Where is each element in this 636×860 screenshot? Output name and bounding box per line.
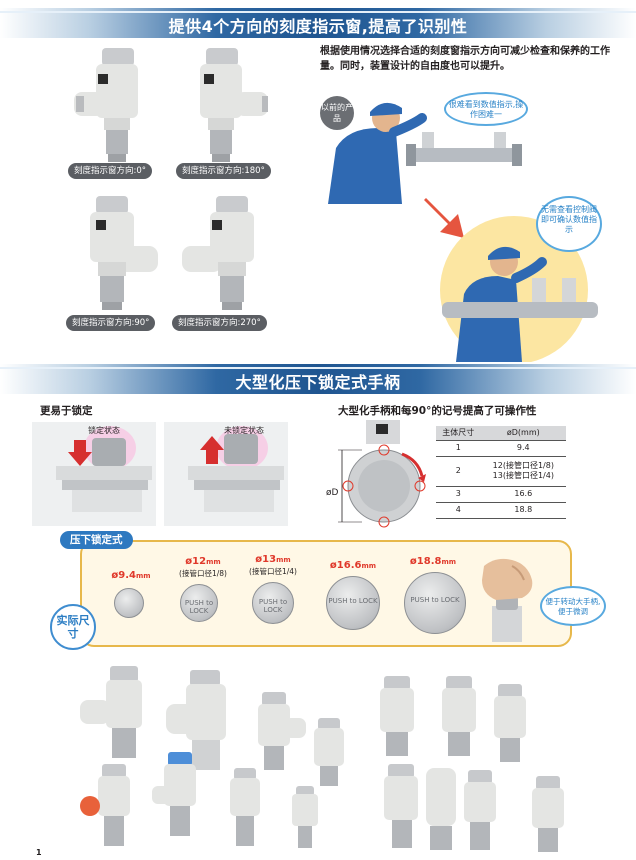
page-number: 1 — [36, 848, 42, 857]
illustration-old-product — [328, 102, 522, 204]
knob-size-4: PUSH to LOCK — [326, 576, 380, 630]
caption-270deg: 刻度指示窗方向:270° — [172, 315, 267, 331]
easier-lock-heading: 更易于锁定 — [40, 405, 93, 417]
unlocked-state-photo — [164, 422, 288, 526]
caption-90deg: 刻度指示窗方向:90° — [66, 315, 156, 331]
knob-label-5: ø18.8mm — [409, 556, 457, 567]
handle-diagram — [338, 420, 426, 528]
locked-state-label: 锁定状态 — [88, 426, 120, 435]
hand-note-bubble: 便于转动大手柄,便于微调 — [540, 586, 606, 626]
knob-label-4: ø16.6mm — [329, 560, 377, 571]
old-product-tag: 以前的产品 — [320, 96, 354, 130]
knob-size-1 — [114, 588, 144, 618]
table-header-od: øD(mm) — [480, 426, 566, 441]
bubble-hard-to-see: 很难看到数值指示,操作困难一 — [444, 92, 528, 126]
locked-state-photo — [32, 422, 156, 526]
hand-turning-knob — [482, 558, 533, 642]
table-header-size: 主体尺寸 — [436, 426, 481, 441]
knob-size-2: PUSH to LOCK — [180, 584, 218, 622]
push-lock-tag: 压下锁定式 — [60, 531, 133, 549]
product-group-photo — [80, 666, 564, 852]
valve-photo-90deg — [90, 196, 158, 310]
valve-photo-0deg — [74, 48, 138, 162]
knob-size-5: PUSH to LOCK — [404, 572, 466, 634]
unlocked-state-label: 未锁定状态 — [224, 426, 264, 435]
caption-180deg: 刻度指示窗方向:180° — [176, 163, 271, 179]
od-table: 主体尺寸 øD(mm) 1 9.4 2 12(接管口径1/8) 13(接管口径1… — [436, 426, 566, 519]
indicator-description: 根据使用情况选择合适的刻度窗指示方向可减少检查和保养的工作量。同时，装置设计的自… — [320, 46, 610, 72]
operability-heading: 大型化手柄和每90°的记号提高了可操作性 — [338, 405, 537, 417]
table-row: 2 12(接管口径1/8) 13(接管口径1/4) — [436, 456, 566, 487]
knob-label-1: ø9.4mm — [111, 570, 151, 581]
valve-photo-270deg — [182, 196, 254, 310]
knob-label-2: ø12mm (接管口径1/8) — [179, 556, 227, 578]
table-row: 1 9.4 — [436, 440, 566, 457]
section-banner-handle: 大型化压下锁定式手柄 — [0, 364, 636, 394]
knob-label-3: ø13mm (接管口径1/4) — [249, 554, 297, 576]
illustration-new-product — [440, 216, 598, 362]
arrow-down-right-icon — [424, 198, 464, 238]
od-label: øD — [326, 488, 339, 498]
knob-size-3: PUSH to LOCK — [252, 582, 294, 624]
section-title-handle: 大型化压下锁定式手柄 — [235, 373, 401, 392]
table-row: 3 16.6 — [436, 486, 566, 503]
section-banner-indicator: 提供4个方向的刻度指示窗,提高了识别性 — [0, 8, 636, 38]
valve-photo-180deg — [200, 48, 268, 162]
table-row: 4 18.8 — [436, 502, 566, 519]
real-size-badge: 实际尺寸 — [50, 604, 96, 650]
section-title-indicator: 提供4个方向的刻度指示窗,提高了识别性 — [168, 17, 468, 36]
caption-0deg: 刻度指示窗方向:0° — [68, 163, 153, 179]
bubble-no-need-to-check: 无需查看控制阀即可确认数值指示 — [536, 196, 602, 252]
